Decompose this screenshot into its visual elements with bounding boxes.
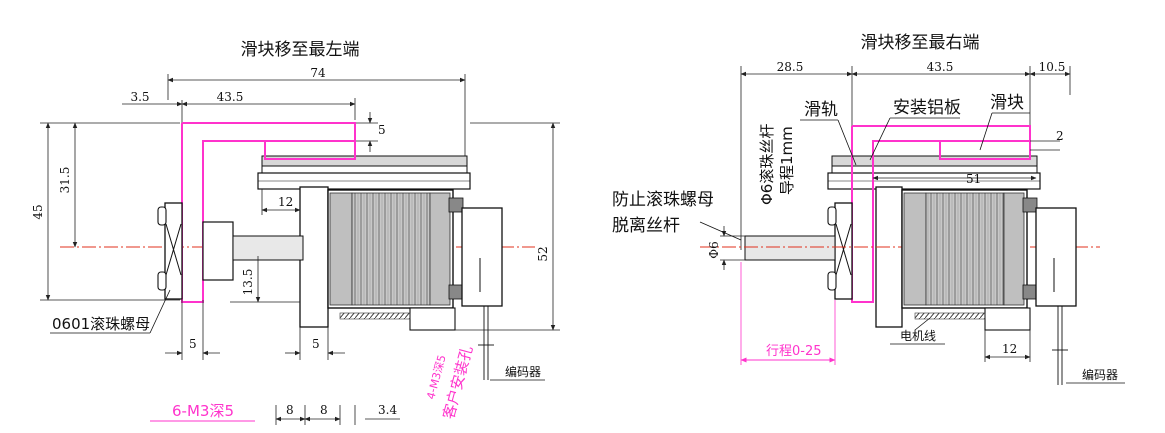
- dim-5-bottom-a: 5: [189, 337, 197, 351]
- label-mounting-holes: 6-M3深5: [172, 402, 234, 420]
- label-screw-b: 导程1mm: [778, 126, 796, 195]
- dim-13-5: 13.5: [241, 269, 255, 296]
- dim-3-4: 3.4: [378, 403, 397, 417]
- dim-51: 51: [966, 172, 981, 186]
- left-view: 滑块移至最左端 74 3.5 43.5 5 45 31.5: [31, 40, 560, 425]
- right-encoder: [1035, 207, 1077, 307]
- left-slider-block: [264, 140, 356, 160]
- dim-43-5: 43.5: [217, 90, 244, 104]
- dim-31-5: 31.5: [58, 167, 72, 194]
- label-stroke: 行程0-25: [766, 344, 822, 359]
- right-end-plate: [875, 186, 903, 328]
- dim-5-bottom-b: 5: [312, 337, 320, 351]
- right-title: 滑块移至最右端: [861, 33, 980, 53]
- dim-8-b: 8: [320, 403, 328, 417]
- label-prevent-a: 防止滚珠螺母: [612, 190, 714, 210]
- dim-8-a: 8: [286, 403, 294, 417]
- dim-2: 2: [1056, 129, 1064, 143]
- dim-5-top: 5: [378, 123, 386, 137]
- label-prevent-b: 脱离丝杆: [612, 216, 680, 236]
- label-encoder-left: 编码器: [505, 364, 541, 379]
- dim-52: 52: [536, 246, 550, 261]
- dim-12-left: 12: [278, 195, 293, 209]
- label-slider: 滑块: [990, 93, 1024, 113]
- label-motor-wire: 电机线: [900, 329, 936, 343]
- dim-28-5: 28.5: [777, 60, 804, 74]
- dim-45: 45: [31, 204, 45, 219]
- left-end-plate: [299, 186, 329, 328]
- left-title: 滑块移至最左端: [241, 40, 360, 60]
- label-encoder-right: 编码器: [1082, 367, 1118, 382]
- left-rail: [261, 155, 468, 167]
- dim-3-5: 3.5: [130, 90, 149, 104]
- label-ball-nut: 0601滚珠螺母: [52, 315, 150, 333]
- dim-phi6: Φ6: [707, 241, 721, 258]
- left-coupling: [202, 221, 234, 281]
- right-view: 滑块移至最右端 28.5 43.5 10.5 2: [612, 33, 1125, 385]
- dim-74: 74: [310, 66, 326, 80]
- dim-12-right: 12: [1002, 342, 1017, 356]
- dim-43-5-right: 43.5: [927, 60, 954, 74]
- right-mounting-bracket: [851, 125, 1031, 303]
- left-encoder: [461, 207, 503, 307]
- label-customer-holes-b: 客户安装孔: [439, 344, 476, 421]
- label-plate: 安装铝板: [893, 98, 961, 118]
- right-rail: [831, 155, 1038, 167]
- label-rail: 滑轨: [804, 100, 838, 120]
- label-screw-a: Φ6滚珠丝杆: [758, 124, 776, 205]
- dim-10-5: 10.5: [1039, 60, 1066, 74]
